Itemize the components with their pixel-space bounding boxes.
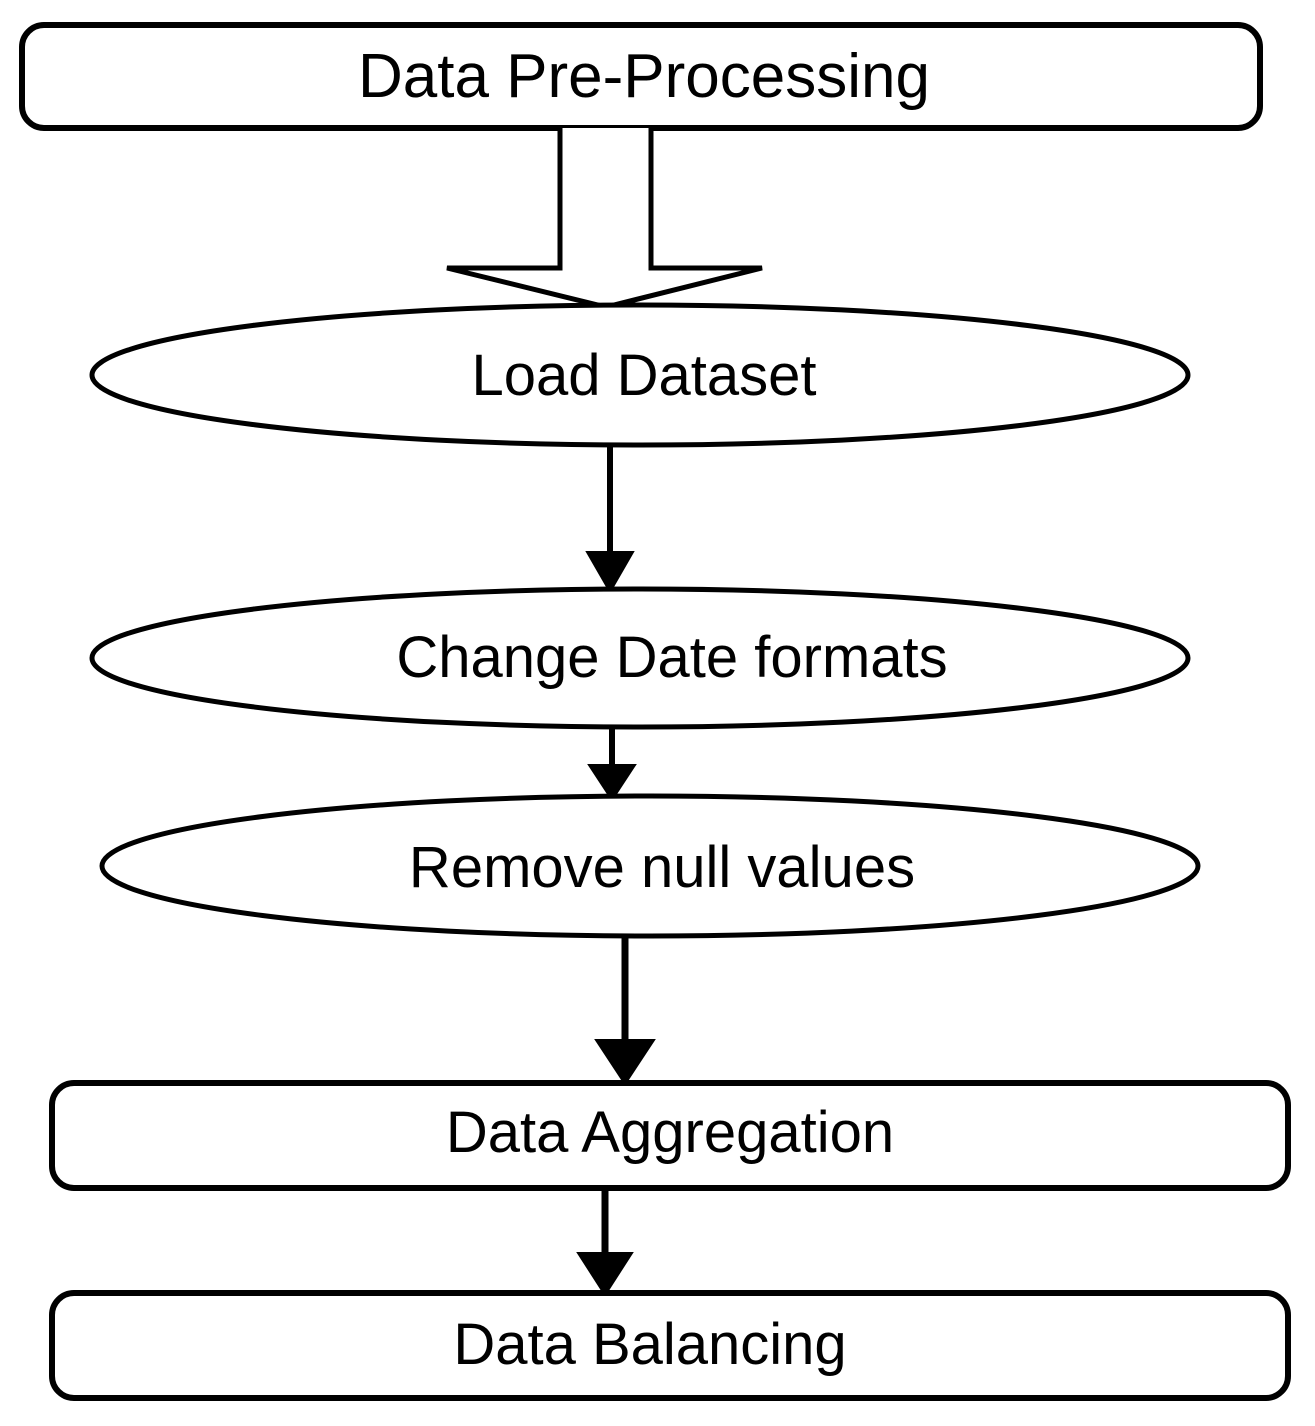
node-label-change-date-formats: Change Date formats — [396, 625, 948, 690]
connector-arrow-remove-null-values-to-data-aggregation — [594, 935, 656, 1086]
node-shape-load-dataset[interactable] — [89, 302, 1191, 448]
node-label-data-balancing: Data Balancing — [453, 1312, 847, 1377]
node-shape-remove-null-values[interactable] — [99, 793, 1201, 939]
node-label-load-dataset: Load Dataset — [471, 343, 817, 408]
node-shape-data-balancing[interactable] — [49, 1290, 1291, 1401]
connector-arrow-change-date-formats-to-remove-null-values — [587, 726, 637, 802]
node-label-data-aggregation: Data Aggregation — [445, 1100, 895, 1165]
connector-arrow-load-dataset-to-change-date-formats — [585, 444, 635, 595]
connector-arrow-data-aggregation-to-data-balancing — [576, 1188, 634, 1297]
node-label-data-pre-processing: Data Pre-Processing — [357, 42, 931, 111]
node-label-remove-null-values: Remove null values — [408, 835, 916, 900]
connector-block-arrow-pre-processing-to-load-dataset — [446, 128, 763, 310]
node-shape-change-date-formats[interactable] — [89, 586, 1191, 730]
node-shape-data-aggregation[interactable] — [49, 1080, 1291, 1191]
